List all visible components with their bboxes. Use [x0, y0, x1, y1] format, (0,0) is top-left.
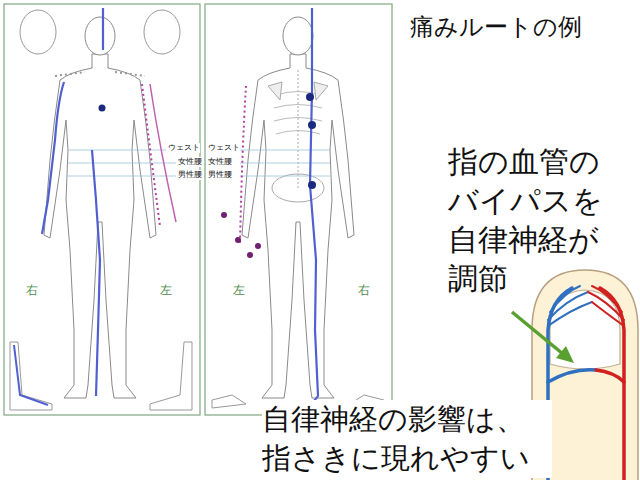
side-label: 左 [160, 283, 172, 298]
waist-label: ウェスト [208, 143, 240, 153]
back-panel [205, 4, 392, 415]
note-text: 指の血管の バイパスを 自律神経が 調節 [448, 142, 613, 298]
waist-label: 男性腰 [178, 170, 202, 180]
front-panel [4, 4, 200, 415]
note-text: 自律神経の影響は、 指さきに現れやすい [262, 400, 552, 478]
waist-label: 女性腰 [208, 157, 232, 167]
side-label: 左 [233, 283, 245, 298]
waist-label: 男性腰 [208, 170, 232, 180]
title: 痛みルートの例 [410, 12, 582, 42]
waist-label: ウェスト [168, 143, 200, 153]
waist-label: 女性腰 [178, 157, 202, 167]
side-label: 右 [26, 283, 38, 298]
side-label: 右 [358, 283, 370, 298]
